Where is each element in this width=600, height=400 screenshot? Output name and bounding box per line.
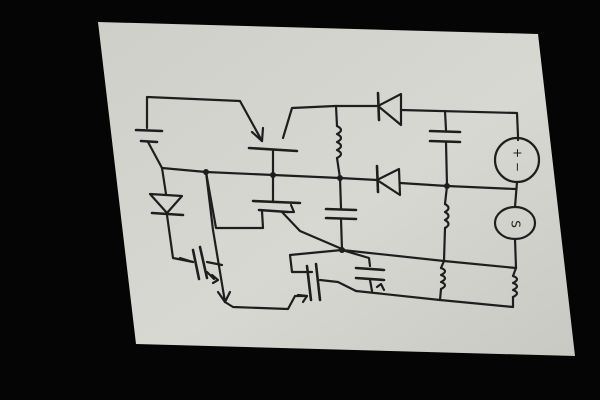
inductor-right xyxy=(442,184,450,263)
paper-sheet xyxy=(98,22,575,356)
source-b: S xyxy=(493,205,537,270)
diode-middle xyxy=(375,164,402,197)
wire-bottom-left xyxy=(223,294,309,311)
capacitor-right xyxy=(428,109,462,188)
wire-top-right xyxy=(399,108,520,138)
wire-q1-lead xyxy=(204,170,227,304)
circuit-sketch: + − S xyxy=(134,91,541,311)
capacitor-mid xyxy=(324,176,358,252)
contact-upper xyxy=(247,146,299,177)
source-b-symbols: S xyxy=(509,220,523,228)
inductor-lower-right xyxy=(511,266,519,309)
wire-left-vertical xyxy=(146,140,164,170)
wire-top-middle xyxy=(281,104,379,140)
wire-top-left xyxy=(145,95,264,143)
inductor-mid-top xyxy=(334,104,343,180)
source-a: + − xyxy=(493,134,541,209)
capacitor-lower xyxy=(340,248,386,293)
battery-left xyxy=(134,128,164,144)
source-a-symbols: + − xyxy=(511,148,525,172)
arrow-bottom-left xyxy=(216,290,232,304)
wire-bottom-return xyxy=(354,289,515,309)
inductor-lower-mid xyxy=(438,259,447,302)
transistor-q2 xyxy=(288,248,358,304)
contact-lower xyxy=(251,173,344,251)
transistor-q1 xyxy=(178,245,224,285)
switch-arrow xyxy=(250,126,265,143)
wire-q1-emitter xyxy=(204,170,265,230)
